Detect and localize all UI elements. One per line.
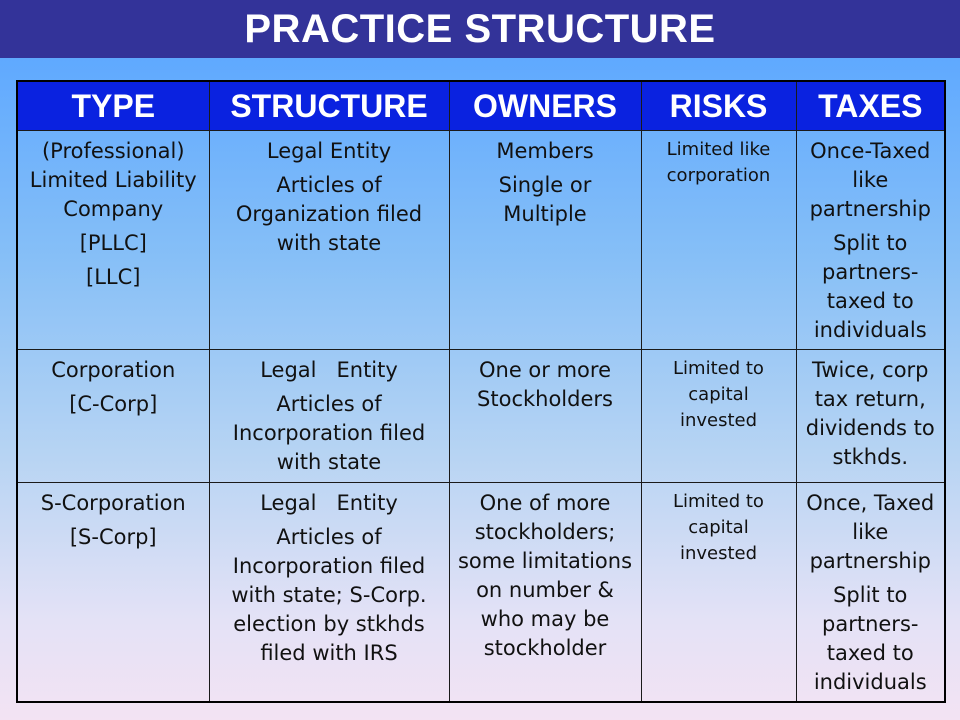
cell-owners-line: Members [496,139,594,163]
cell-structure: Legal Entity Articles of Organization fi… [208,130,450,350]
cell-risks: Limited like corporation [640,130,797,350]
cell-structure-line: Legal Entity [266,139,392,163]
cell-risks-line: Limited like corporation [666,139,771,186]
cell-owners: Members Single or Multiple [448,130,642,350]
header-risks: RISKS [640,80,797,131]
title-bar: PRACTICE STRUCTURE [0,0,960,58]
cell-type-line: [C-Corp] [69,392,158,416]
cell-structure-line: Articles of Organization filed with stat… [235,173,423,255]
header-type: TYPE [16,80,210,131]
cell-owners-line: One of more stockholders; some limitatio… [457,491,633,660]
cell-taxes-line: Split to partners-taxed to individuals [813,231,927,342]
table-row: Corporation [C-Corp] Legal Entity Articl… [16,349,946,483]
cell-taxes-line: Once, Taxed like partnership [806,491,935,573]
cell-type-line: [LLC] [86,265,141,289]
cell-risks-line: Limited to capital invested [673,358,764,431]
cell-type: Corporation [C-Corp] [16,349,210,483]
cell-type-line: [S-Corp] [69,525,157,549]
cell-taxes: Twice, corp tax return, dividends to stk… [795,349,946,483]
cell-owners-line: Single or Multiple [498,173,592,226]
table-header-row: TYPE STRUCTURE OWNERS RISKS TAXES [16,80,946,131]
cell-structure-line: Legal Entity [260,491,398,515]
cell-type: S-Corporation [S-Corp] [16,482,210,703]
table-row: (Professional) Limited Liability Company… [16,130,946,350]
cell-structure: Legal Entity Articles of Incorporation f… [208,482,450,703]
header-taxes: TAXES [795,80,946,131]
cell-risks-line: Limited to capital invested [673,491,764,564]
cell-taxes-line: Twice, corp tax return, dividends to stk… [805,358,935,469]
cell-taxes-line: Split to partners-taxed to individuals [813,583,927,694]
cell-owners: One of more stockholders; some limitatio… [448,482,642,703]
cell-taxes-line: Once-Taxed like partnership [809,139,931,221]
cell-taxes: Once, Taxed like partnership Split to pa… [795,482,946,703]
cell-risks: Limited to capital invested [640,349,797,483]
cell-taxes: Once-Taxed like partnership Split to par… [795,130,946,350]
cell-type-line: [PLLC] [79,231,147,255]
cell-owners-line: One or more Stockholders [477,358,613,411]
cell-structure: Legal Entity Articles of Incorporation f… [208,349,450,483]
cell-type-line: (Professional) Limited Liability Company [29,139,197,221]
cell-structure-line: Articles of Incorporation filed with sta… [232,392,426,474]
practice-structure-table: TYPE STRUCTURE OWNERS RISKS TAXES (Profe… [16,80,946,703]
cell-type-line: Corporation [51,358,176,382]
table-row: S-Corporation [S-Corp] Legal Entity Arti… [16,482,946,703]
cell-risks: Limited to capital invested [640,482,797,703]
cell-structure-line: Articles of Incorporation filed with sta… [231,525,427,665]
page-title: PRACTICE STRUCTURE [244,6,716,51]
cell-owners: One or more Stockholders [448,349,642,483]
cell-type: (Professional) Limited Liability Company… [16,130,210,350]
header-owners: OWNERS [448,80,642,131]
header-structure: STRUCTURE [208,80,450,131]
cell-structure-line: Legal Entity [260,358,398,382]
cell-type-line: S-Corporation [40,491,186,515]
